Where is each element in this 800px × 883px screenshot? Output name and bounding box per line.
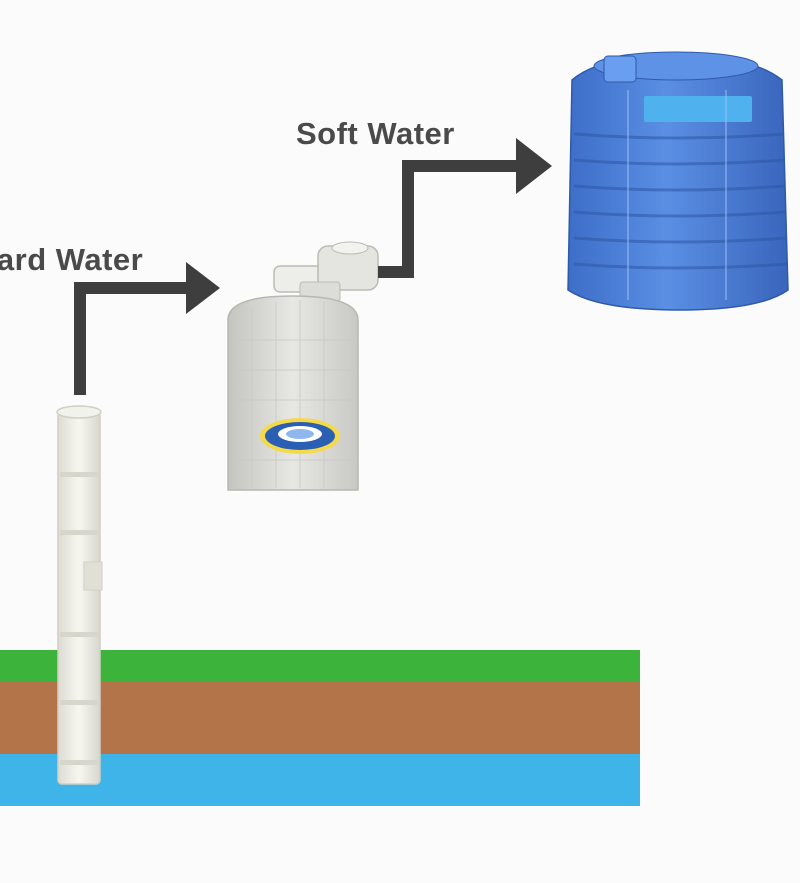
ground-layers — [0, 650, 640, 806]
groundwater-layer — [0, 754, 640, 806]
water-softener-icon — [227, 241, 379, 491]
borewell-pump-icon — [56, 405, 103, 785]
soft-water-arrow — [378, 138, 552, 278]
soft-water-label: Soft Water — [296, 116, 455, 151]
grass-layer — [0, 650, 640, 682]
soil-layer — [0, 682, 640, 754]
softener-logo-icon — [260, 418, 340, 454]
storage-tank-icon — [567, 51, 789, 311]
hard-water-arrow — [74, 262, 220, 395]
hard-water-label: Hard Water — [0, 242, 144, 277]
